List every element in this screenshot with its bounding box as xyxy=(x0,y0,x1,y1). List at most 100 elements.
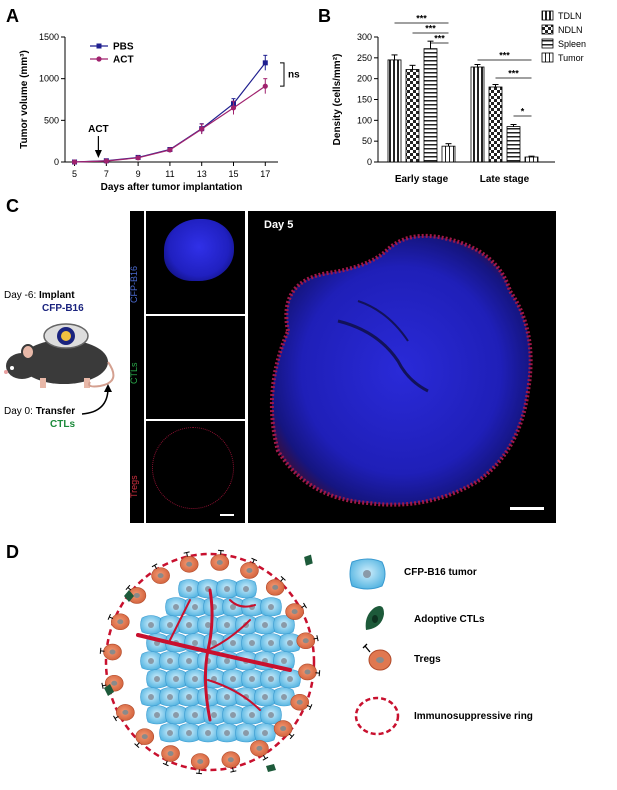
treg-nucleus xyxy=(216,559,223,565)
diagram-legend: CFP-B16 tumor Adoptive CTLs Tregs Immuno… xyxy=(348,556,608,756)
bar-spleen xyxy=(506,126,521,163)
treg-receptor xyxy=(288,733,293,737)
tumor-cell-nucleus xyxy=(186,694,192,700)
y-axis-label: Density (cells/mm²) xyxy=(332,54,343,146)
tumor-cell-nucleus xyxy=(173,676,179,682)
day5-label: Day 5 xyxy=(264,219,294,231)
legend-swatch xyxy=(541,52,554,63)
y-tick-label: 250 xyxy=(357,53,372,63)
y-tick-label: 150 xyxy=(357,95,372,105)
tumor-cell-nucleus xyxy=(249,712,255,718)
tumor-cell-nucleus xyxy=(281,622,287,628)
tumor-cell-nucleus xyxy=(281,694,287,700)
mouse-body xyxy=(20,340,108,384)
data-point xyxy=(71,159,78,165)
bar-tdln xyxy=(470,66,485,163)
treg-receptor-cap xyxy=(289,733,295,740)
significance-label: *** xyxy=(416,14,427,24)
tumor-cell-nucleus xyxy=(224,622,230,628)
cfp-b16-label: CFP-B16 xyxy=(42,303,84,314)
ctls-channel-image xyxy=(146,316,245,419)
treg-receptor xyxy=(102,684,107,687)
treg-nucleus xyxy=(272,584,279,590)
panel-letter-a: A xyxy=(6,6,19,26)
treg-receptor-cap xyxy=(262,756,269,761)
data-point xyxy=(167,147,173,153)
immunosuppressive-ring xyxy=(104,552,316,772)
tumor-cell-nucleus xyxy=(167,658,173,664)
bar-tumor xyxy=(524,156,539,163)
treg-nucleus xyxy=(296,699,303,705)
ctl-cells xyxy=(104,554,313,772)
treg-cells xyxy=(99,549,321,775)
tumor-cell-nucleus xyxy=(167,622,173,628)
x-tick-label: 7 xyxy=(104,169,109,179)
treg-receptor-cap xyxy=(230,770,237,773)
tumor-cell-nucleus xyxy=(224,586,230,592)
treg-receptor xyxy=(127,587,132,591)
mouse-leg xyxy=(40,378,46,388)
x-tick-label: 5 xyxy=(72,169,77,179)
ctls-label: CTLs xyxy=(50,419,75,430)
treg-nucleus xyxy=(186,561,193,567)
legend-label-pbs: PBS xyxy=(113,42,134,53)
treg-receptor xyxy=(263,755,266,759)
legend-marker xyxy=(96,56,102,62)
x-tick-label: 11 xyxy=(165,169,174,179)
merged-tumor-image: Day 5 xyxy=(248,211,556,523)
tumor-cell-nucleus xyxy=(243,730,249,736)
treg-receptor xyxy=(165,760,168,765)
legend-tumor-label: CFP-B16 tumor xyxy=(404,567,477,578)
tumor-cell-icon xyxy=(349,558,386,590)
data-point xyxy=(135,155,141,161)
tumor-cell-nucleus xyxy=(211,640,217,646)
y-tick-label: 100 xyxy=(357,115,372,125)
treg-receptor xyxy=(154,565,157,569)
y-tick-label: 1500 xyxy=(39,32,59,42)
legend-swatch xyxy=(541,24,554,35)
act-arrow-head xyxy=(94,150,102,158)
tumor-cell-nucleus xyxy=(154,676,160,682)
treg-receptor xyxy=(114,716,119,719)
tumor-cell-nucleus xyxy=(205,622,211,628)
treg-receptor xyxy=(109,616,114,619)
act-arrow-label: ACT xyxy=(88,124,109,135)
tumor-cell-nucleus xyxy=(148,694,154,700)
treg-receptor xyxy=(186,552,188,557)
y-tick-label: 0 xyxy=(367,157,372,167)
tumor-cell-nucleus xyxy=(192,712,198,718)
tumor-cell-cluster xyxy=(140,579,301,743)
legend-swatch xyxy=(541,38,554,49)
x-tick-label: 13 xyxy=(197,169,207,179)
treg-receptor-cap xyxy=(107,613,111,620)
treg-nucleus xyxy=(141,734,148,740)
tregs-channel-label: Tregs xyxy=(129,475,139,498)
ns-bracket xyxy=(280,62,285,87)
data-point xyxy=(262,60,268,66)
x-tick-label: 9 xyxy=(136,169,141,179)
tumor-cell-nucleus xyxy=(192,676,198,682)
scale-bar-large xyxy=(510,507,544,510)
legend-label-act: ACT xyxy=(113,55,134,66)
tumor-cell-nucleus xyxy=(262,622,268,628)
tregs-channel-image xyxy=(146,421,245,523)
scale-bar-small xyxy=(220,514,234,516)
treg-nucleus xyxy=(133,592,140,598)
legend-ctls-label: Adoptive CTLs xyxy=(414,614,485,625)
tumor-cell-nucleus xyxy=(268,640,274,646)
category-label: Late stage xyxy=(480,174,530,185)
tumor-cell-nucleus xyxy=(211,712,217,718)
data-point xyxy=(103,158,109,164)
transfer-label: Transfer xyxy=(35,406,76,417)
tumor-cell-nucleus xyxy=(230,640,236,646)
blood-vessel xyxy=(357,300,409,342)
tumor-cell-nucleus xyxy=(173,712,179,718)
legend-label-spleen: Spleen xyxy=(558,39,586,49)
significance-label: *** xyxy=(425,24,436,34)
treg-icon xyxy=(362,643,392,671)
legend-ring-label: Immunosuppressive ring xyxy=(414,711,533,722)
tumor-mass xyxy=(269,233,533,507)
treg-receptor-cap xyxy=(99,647,102,654)
tumor-cell-nucleus xyxy=(249,640,255,646)
